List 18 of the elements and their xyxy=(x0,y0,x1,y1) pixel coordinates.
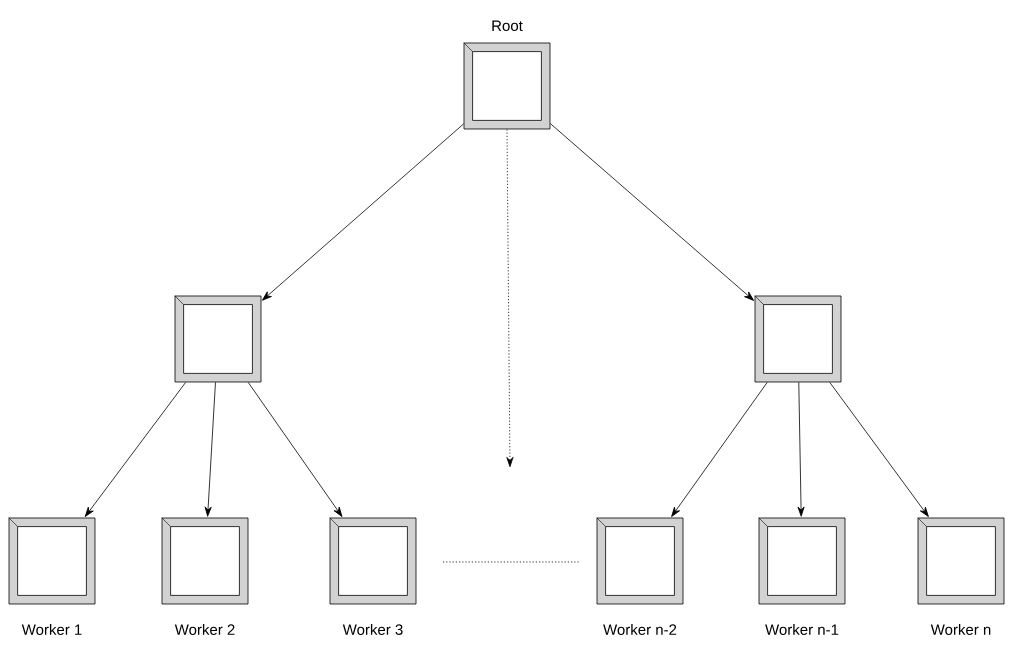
arrow xyxy=(247,382,343,517)
arrow xyxy=(506,129,514,468)
box xyxy=(754,295,842,383)
node-label: Worker n xyxy=(930,623,991,635)
node-label: Worker 3 xyxy=(342,623,403,635)
node-label: Worker 2 xyxy=(174,623,235,635)
arrow xyxy=(671,382,768,517)
arrow xyxy=(261,123,464,301)
node-label: Worker n-2 xyxy=(603,623,677,635)
arrow xyxy=(204,382,216,517)
arrow xyxy=(84,382,187,517)
node-label: Worker 1 xyxy=(21,623,82,635)
node-label: Root xyxy=(492,20,523,32)
arrow xyxy=(797,382,805,517)
arrow xyxy=(550,123,755,301)
arrow xyxy=(829,382,929,517)
node-label: Worker n-1 xyxy=(765,623,839,635)
box xyxy=(174,295,262,383)
